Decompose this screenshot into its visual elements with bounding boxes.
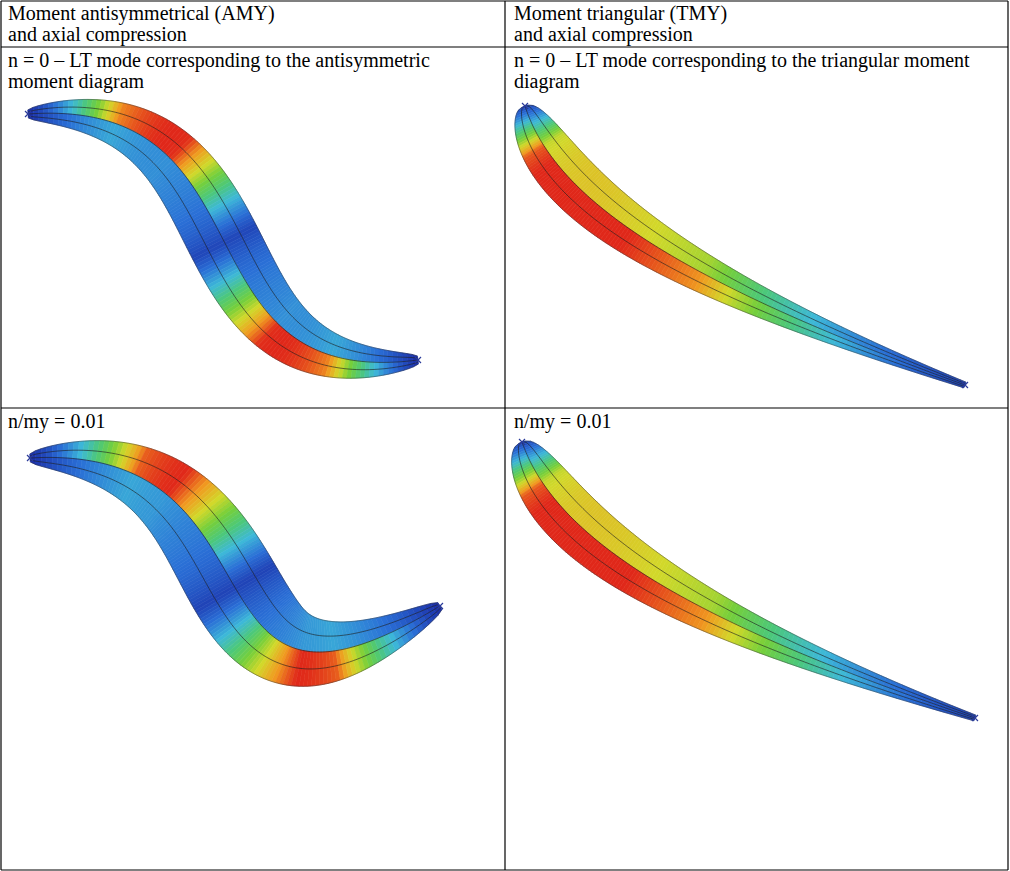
contour-band <box>374 362 379 369</box>
contour-band <box>316 652 320 669</box>
flange-line <box>525 106 965 385</box>
flange-line <box>526 106 965 384</box>
support-mark <box>522 103 528 109</box>
contour-band <box>365 362 370 370</box>
flange-line <box>521 106 964 386</box>
flange-line <box>528 105 966 382</box>
contour-band <box>62 458 67 466</box>
flange-line <box>30 441 438 622</box>
contour-band <box>63 114 68 121</box>
flange-line <box>28 99 418 356</box>
contour-band <box>374 355 379 362</box>
contour-band <box>317 635 320 652</box>
flange-line <box>28 107 418 358</box>
contour-band <box>383 356 388 362</box>
row-divider <box>1 46 1008 47</box>
flange-line <box>28 116 418 370</box>
flange-line <box>28 118 418 378</box>
beam-mode-shape <box>25 99 421 378</box>
contour-band <box>371 347 375 355</box>
contour-band <box>397 357 402 362</box>
contour-band <box>365 370 370 378</box>
contour-band <box>366 354 371 362</box>
column-divider <box>504 1 505 870</box>
support-mark <box>25 111 31 117</box>
contour-band <box>366 346 370 355</box>
table-border <box>1007 1 1008 870</box>
flange-line <box>30 460 441 669</box>
contour-band <box>57 458 62 465</box>
support-mark <box>437 603 443 609</box>
row-divider <box>1 407 1008 408</box>
contour-band <box>58 113 63 120</box>
support-mark <box>27 455 33 461</box>
flange-line <box>30 450 439 636</box>
contour-band <box>316 669 320 686</box>
contour-band <box>374 369 379 376</box>
contour-band <box>57 451 62 458</box>
contour-band <box>369 369 374 377</box>
contour-band <box>54 113 59 119</box>
flange-line <box>30 457 440 652</box>
contour-band <box>370 354 375 362</box>
support-mark <box>415 357 421 363</box>
table-border <box>0 1 1 870</box>
flange-line <box>28 113 418 362</box>
beam-mode-shape <box>515 103 968 388</box>
contour-band <box>63 443 69 451</box>
contour-band <box>63 450 69 458</box>
support-mark <box>962 382 968 388</box>
contour-band <box>49 108 54 113</box>
contour-band <box>54 107 59 113</box>
contour-band <box>317 618 319 635</box>
flange-line <box>515 107 964 388</box>
beam-mode-shape <box>27 441 443 687</box>
contour-band <box>58 107 63 113</box>
contour-band <box>370 362 375 370</box>
contour-band <box>52 451 57 458</box>
beam-mode-shape <box>512 439 978 721</box>
contour-band <box>383 362 388 368</box>
flange-line <box>30 462 442 686</box>
contour-band <box>64 100 69 107</box>
contour-band <box>388 356 393 362</box>
contour-band <box>379 356 384 363</box>
contour-band <box>393 357 398 362</box>
contour-band <box>379 362 384 369</box>
buckling-modes <box>25 99 978 721</box>
contour-band <box>63 107 68 114</box>
